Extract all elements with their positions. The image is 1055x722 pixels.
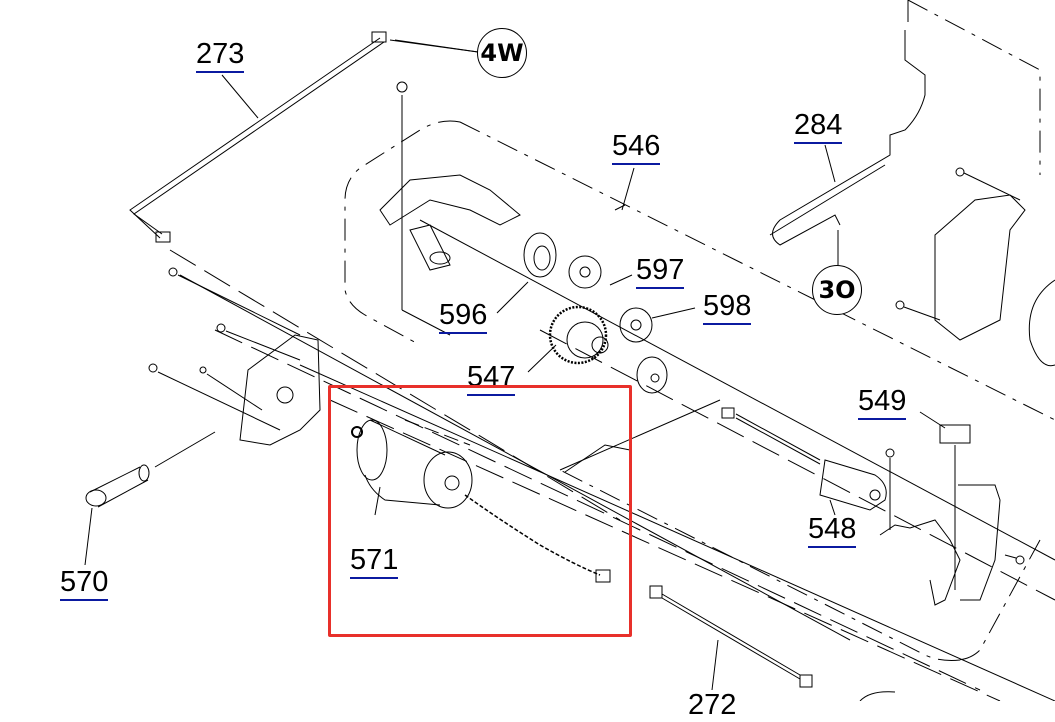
callout-284[interactable]: 284 — [794, 110, 843, 144]
callout-273[interactable]: 273 — [196, 39, 245, 73]
callout-571[interactable]: 571 — [350, 545, 399, 579]
callout-598[interactable]: 598 — [703, 291, 752, 325]
belt-284 — [394, 30, 926, 265]
cable-273 — [129, 31, 479, 243]
gear-547 — [548, 305, 609, 365]
callout-549[interactable]: 549 — [858, 386, 907, 420]
motor-571 — [351, 419, 611, 583]
reference-circle-4w-label: 4W — [480, 39, 524, 67]
bracket-548-549 — [879, 411, 1025, 606]
cable-272 — [649, 585, 896, 701]
pulley-597 — [568, 255, 602, 289]
pulley-extra — [636, 356, 668, 394]
pulley-598 — [619, 307, 653, 343]
callout-272[interactable]: 272 — [688, 689, 737, 721]
callout-548[interactable]: 548 — [808, 514, 857, 548]
callout-597[interactable]: 597 — [636, 255, 685, 289]
spring-570 — [84, 431, 216, 566]
screw-top — [396, 81, 451, 336]
callout-570[interactable]: 570 — [60, 567, 109, 601]
reference-circle-3o-label: 3O — [818, 276, 856, 304]
highlight-box-571 — [328, 385, 632, 637]
bracket-assembly — [379, 174, 521, 271]
motor-548 — [721, 407, 887, 516]
callout-596[interactable]: 596 — [439, 300, 488, 334]
parts-diagram-drawing — [84, 0, 1055, 701]
gear-596 — [523, 232, 557, 278]
right-frame-assembly — [895, 167, 1055, 367]
assembly-outline-546 — [344, 120, 1055, 661]
reference-circle-3o[interactable]: 3O — [812, 265, 862, 315]
left-bracket — [148, 267, 321, 446]
callout-546[interactable]: 546 — [612, 131, 661, 165]
reference-circle-4w[interactable]: 4W — [477, 28, 527, 78]
